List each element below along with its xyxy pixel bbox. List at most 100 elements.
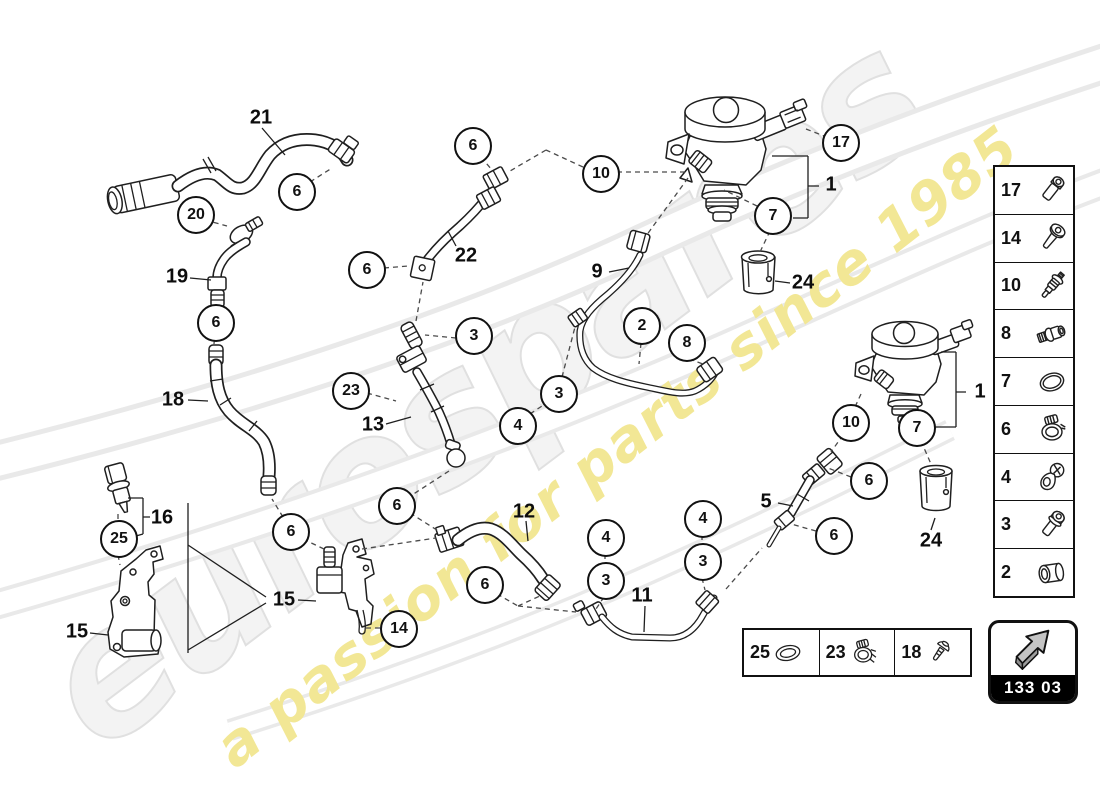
callout-number: 3 [698,553,708,570]
part-callout[interactable]: 6 [278,173,316,211]
part-number-label[interactable]: 22 [455,245,477,268]
part-number-label[interactable]: 18 [162,389,184,412]
washer-bolt-icon [1042,510,1065,537]
part-callout[interactable]: 14 [380,610,418,648]
part-number-label[interactable]: 5 [760,491,771,514]
part-number-text: 5 [760,490,772,513]
part-callout[interactable]: 6 [454,127,492,165]
callout-number: 23 [342,382,360,399]
part-number-label[interactable]: 19 [166,266,188,289]
callout-number: 7 [912,419,922,436]
bracket-15-middle [316,538,375,635]
dome-screw-icon [933,640,950,661]
legend-cell-25[interactable]: 25 [744,630,820,675]
part-callout[interactable]: 3 [684,543,722,581]
part-callout[interactable]: 3 [455,317,493,355]
part-callout[interactable]: 4 [684,500,722,538]
page-code-box[interactable]: 133 03 [988,620,1078,704]
part-callout[interactable]: 8 [668,324,706,362]
part-callout[interactable]: 7 [898,409,936,447]
part-number-label[interactable]: 24 [920,530,942,553]
hose-18 [208,344,277,496]
sidebar-cell-14[interactable]: 14 [995,214,1073,263]
part-callout[interactable]: 6 [348,251,386,289]
arrow-panel [991,623,1075,675]
callout-number: 4 [698,510,708,527]
part-callout[interactable]: 20 [177,196,215,234]
part-number-label[interactable]: 1 [974,381,985,404]
part-number-text: 16 [150,506,174,529]
part-callout[interactable]: 2 [623,307,661,345]
part-number-text: 24 [791,271,815,294]
sidebar-cell-4[interactable]: 4 [995,453,1073,502]
part-number-text: 18 [161,388,185,411]
callout-number: 3 [554,385,564,402]
sidebar-cell-6[interactable]: 6 [995,405,1073,454]
part-number-label[interactable]: 9 [591,261,602,284]
sidebar-part-number: 14 [1001,227,1022,248]
part-callout[interactable]: 17 [822,124,860,162]
sidebar-cell-7[interactable]: 7 [995,358,1073,406]
pipe-11 [572,590,720,642]
callout-number: 6 [829,527,839,544]
part-callout[interactable]: 10 [832,404,870,442]
arrow-icon [1014,629,1050,670]
parts-sidebar: 17 14 10 [993,165,1075,598]
sidebar-part-number: 3 [1001,514,1012,535]
part-callout[interactable]: 6 [815,517,853,555]
part-callout[interactable]: 25 [100,520,138,558]
callout-number: 4 [513,417,523,434]
part-callout[interactable]: 23 [332,372,370,410]
hose-21 [106,133,359,215]
o-ring-icon [1039,371,1065,392]
callout-number: 6 [211,314,221,331]
adapter-fitting-icon [1036,325,1066,343]
sleeve-icon [1038,562,1065,583]
sidebar-cell-3[interactable]: 3 [995,501,1073,550]
part-number-label[interactable]: 12 [513,501,535,524]
part-number-label[interactable]: 16 [151,507,173,530]
sidebar-cell-10[interactable]: 10 [995,262,1073,311]
callout-number: 6 [864,472,874,489]
part-number-text: 9 [591,260,603,283]
part-callout[interactable]: 4 [587,519,625,557]
part-number-label[interactable]: 11 [631,585,652,608]
part-callout[interactable]: 3 [587,562,625,600]
part-callout[interactable]: 7 [754,197,792,235]
callout-number: 14 [390,620,408,637]
part-number-text: 24 [919,529,943,552]
bracket-15-left [107,545,164,658]
damper-24-right [919,464,953,512]
sidebar-part-number: 17 [1001,179,1022,200]
part-callout[interactable]: 6 [850,462,888,500]
sidebar-cell-8[interactable]: 8 [995,310,1073,359]
part-callout[interactable]: 4 [499,407,537,445]
part-number-label[interactable]: 13 [362,414,384,437]
part-number-label[interactable]: 15 [273,589,295,612]
hose-clamp-icon [1041,414,1066,441]
part-callout[interactable]: 6 [378,487,416,525]
part-callout[interactable]: 10 [582,155,620,193]
part-callout[interactable]: 6 [466,566,504,604]
sidebar-cell-17[interactable]: 17 [995,167,1073,215]
part-callout[interactable]: 6 [197,304,235,342]
part-number-text: 1 [974,380,986,403]
part-callout[interactable]: 3 [540,375,578,413]
callout-number: 8 [682,334,692,351]
pipe-5 [766,447,843,548]
callout-number: 3 [469,327,479,344]
sidebar-part-number: 8 [1001,323,1012,344]
part-number-text: 1 [825,173,837,196]
part-number-label[interactable]: 15 [66,621,88,644]
legend-cell-23[interactable]: 23 [819,630,896,675]
callout-number: 4 [601,529,611,546]
part-number-label[interactable]: 1 [825,174,836,197]
sidebar-cell-2[interactable]: 2 [995,549,1073,597]
legend-cell-18[interactable]: 18 [895,630,971,675]
callout-number: 6 [292,183,302,200]
legend-part-number: 18 [901,642,922,662]
part-callout[interactable]: 6 [272,513,310,551]
part-number-label[interactable]: 24 [792,272,814,295]
part-number-label[interactable]: 21 [250,107,272,130]
